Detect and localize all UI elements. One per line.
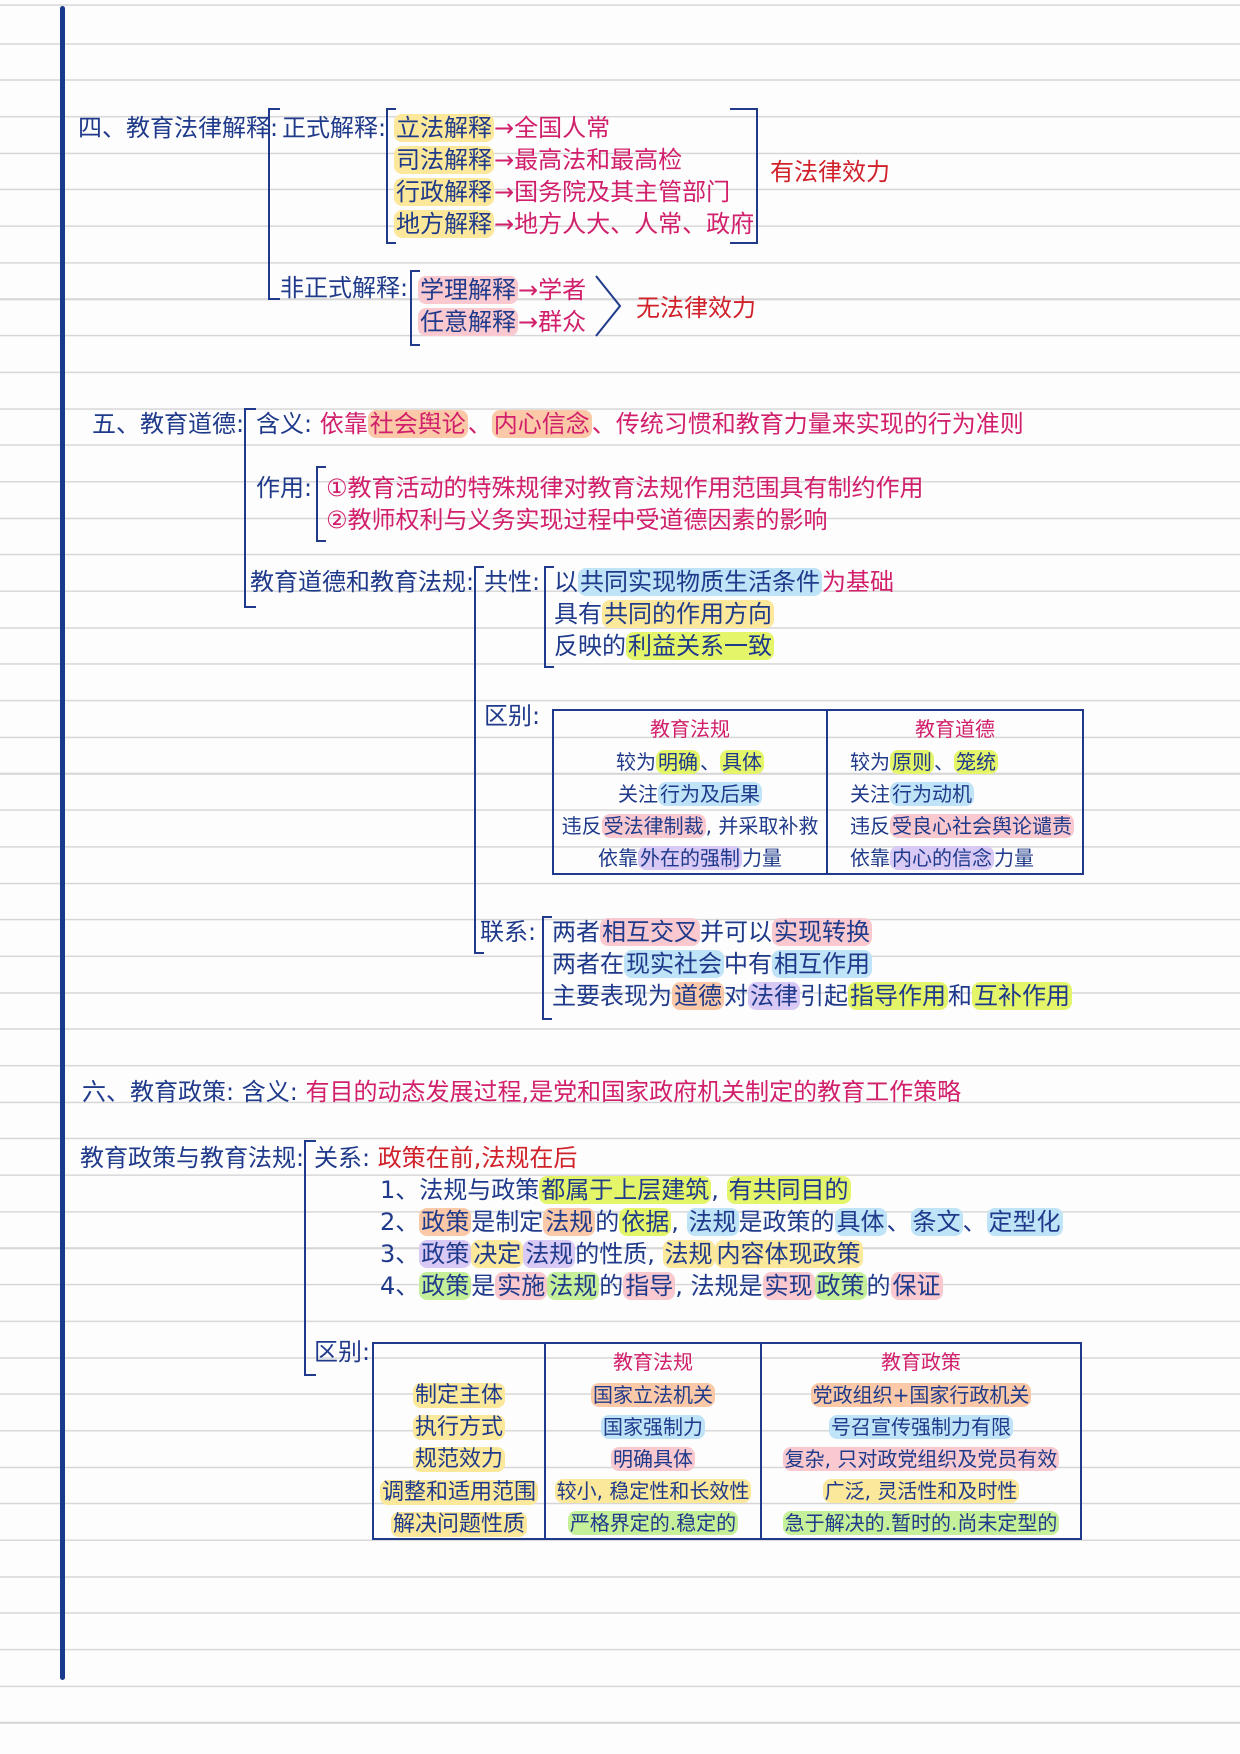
moral-law-relation-label: 教育道德和教育法规: [250,568,475,596]
common-3: 反映的利益关系一致 [554,632,774,660]
policy-law-relation-label: 教育政策与教育法规: [80,1144,305,1172]
table-row: 调整和适用范围 较小, 稳定性和长效性 广泛, 灵活性和及时性 [373,1473,1081,1506]
table-header: 教育法规 [544,1343,761,1377]
formal-item-1: 立法解释→全国人常 [394,114,611,142]
policy-law-diff-table: 教育法规 教育政策 制定主体 国家立法机关 党政组织+国家行政机关 执行方式 国… [372,1342,1082,1540]
table-header: 教育道德 [826,710,1083,744]
policy-rel-4: 4、政策是实施法规的指导, 法规是实现政策的保证 [380,1272,943,1300]
formal-label: 正式解释: [282,114,387,142]
function-bracket [316,466,326,542]
notebook-margin-line [60,6,65,1680]
formal-effect: 有法律效力 [770,158,890,186]
link-bracket [542,916,552,1020]
moral-law-diff-table: 教育法规 教育道德 较为明确、具体 较为原则、笼统 关注行为及后果 关注行为动机… [552,709,1084,875]
section4-bracket [268,108,280,300]
formal-item-2: 司法解释→最高法和最高检 [394,146,683,174]
policy-rel-2: 2、政策是制定法规的依据, 法规是政策的具体、条文、定型化 [380,1208,1063,1236]
table-row: 较为明确、具体 较为原则、笼统 [553,744,1083,777]
informal-effect: 无法律效力 [636,294,756,322]
policy-rel-3: 3、政策决定法规的性质, 法规内容体现政策 [380,1240,863,1268]
section4-title: 四、教育法律解释: [78,114,279,142]
moral-link-label: 联系: [480,918,537,946]
link-1: 两者相互交叉并可以实现转换 [552,918,872,946]
informal-label: 非正式解释: [280,274,409,302]
table-row: 制定主体 国家立法机关 党政组织+国家行政机关 [373,1377,1081,1410]
informal-item-2: 任意解释→群众 [418,308,587,336]
common-2: 具有共同的作用方向 [554,600,774,628]
moral-function-1: ①教育活动的特殊规律对教育法规作用范围具有制约作用 [326,474,924,502]
table-row: 规范效力 明确具体 复杂, 只对政党组织及党员有效 [373,1441,1081,1474]
section5-title: 五、教育道德: [92,410,245,438]
informal-angle-bracket [595,275,622,337]
informal-item-1: 学理解释→学者 [418,276,587,304]
moral-law-bracket [474,566,484,954]
policy-diff-label: 区别: [314,1338,371,1366]
formal-item-4: 地方解释→地方人大、人常、政府 [394,210,755,238]
table-row: 关注行为及后果 关注行为动机 [553,776,1083,809]
policy-rel-1: 1、法规与政策都属于上层建筑, 有共同目的 [380,1176,851,1204]
table-header: 教育政策 [760,1343,1081,1377]
policy-law-bracket [304,1140,316,1376]
formal-bracket-right [730,108,758,244]
formal-item-3: 行政解释→国务院及其主管部门 [394,178,731,206]
common-label: 共性: [484,568,541,596]
table-row: 依靠外在的强制力量 依靠内心的信念力量 [553,840,1083,874]
moral-function-2: ②教师权利与义务实现过程中受道德因素的影响 [326,506,828,534]
common-1: 以共同实现物质生活条件为基础 [554,568,894,596]
common-bracket [544,566,554,668]
table-header: 教育法规 [650,717,730,741]
formal-bracket-left [386,108,396,244]
section5-bracket [244,408,256,608]
policy-relation-head: 关系: 政策在前,法规在后 [314,1144,578,1172]
table-row: 解决问题性质 严格界定的.稳定的 急于解决的.暂时的.尚未定型的 [373,1505,1081,1539]
link-2: 两者在现实社会中有相互作用 [552,950,872,978]
table-row: 违反受法律制裁, 并采取补救 违反受良心社会舆论谴责 [553,808,1083,841]
table-row: 执行方式 国家强制力 号召宣传强制力有限 [373,1409,1081,1442]
moral-meaning: 含义: 依靠社会舆论、内心信念、传统习惯和教育力量来实现的行为准则 [256,410,1024,438]
moral-function-label: 作用: [256,474,313,502]
moral-diff-label: 区别: [484,702,541,730]
section6-title: 六、教育政策: 含义: 有目的动态发展过程,是党和国家政府机关制定的教育工作策略 [82,1078,962,1106]
link-3: 主要表现为道德对法律引起指导作用和互补作用 [552,982,1072,1010]
informal-bracket [410,270,420,346]
